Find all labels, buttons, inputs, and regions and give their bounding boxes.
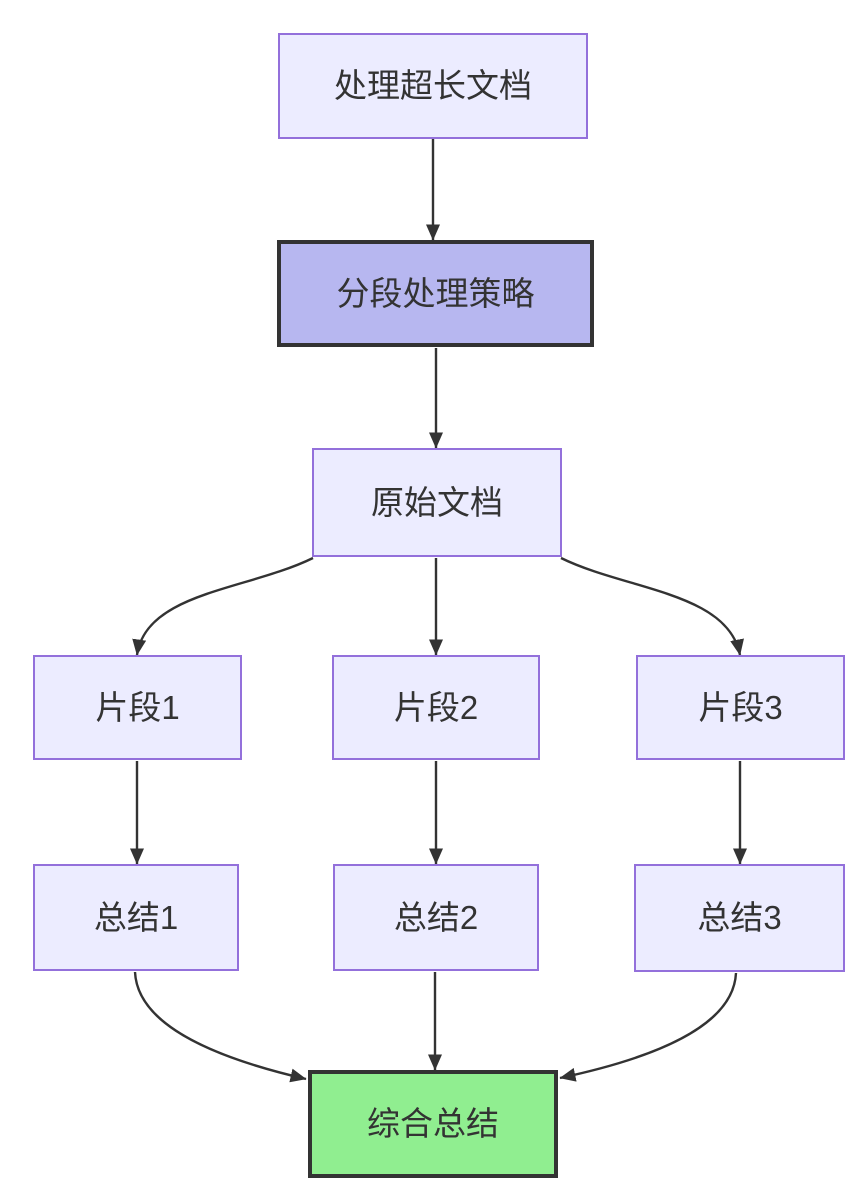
node-summary-2: 总结2 xyxy=(333,864,539,971)
node-fragment-1: 片段1 xyxy=(33,655,242,760)
node-summary-1: 总结1 xyxy=(33,864,239,971)
node-summary-3: 总结3 xyxy=(634,864,845,972)
node-fragment-2: 片段2 xyxy=(332,655,540,760)
node-process-long-document: 处理超长文档 xyxy=(278,33,588,139)
edge-summary1-to-combined xyxy=(133,971,307,1083)
edge-original-to-fragment3 xyxy=(560,556,744,656)
node-combined-summary: 综合总结 xyxy=(308,1070,558,1178)
edge-original-to-fragment1 xyxy=(132,556,314,656)
node-original-document: 原始文档 xyxy=(312,448,562,557)
node-chunking-strategy: 分段处理策略 xyxy=(277,240,594,347)
edge-summary3-to-combined xyxy=(559,972,738,1082)
node-fragment-3: 片段3 xyxy=(636,655,845,760)
